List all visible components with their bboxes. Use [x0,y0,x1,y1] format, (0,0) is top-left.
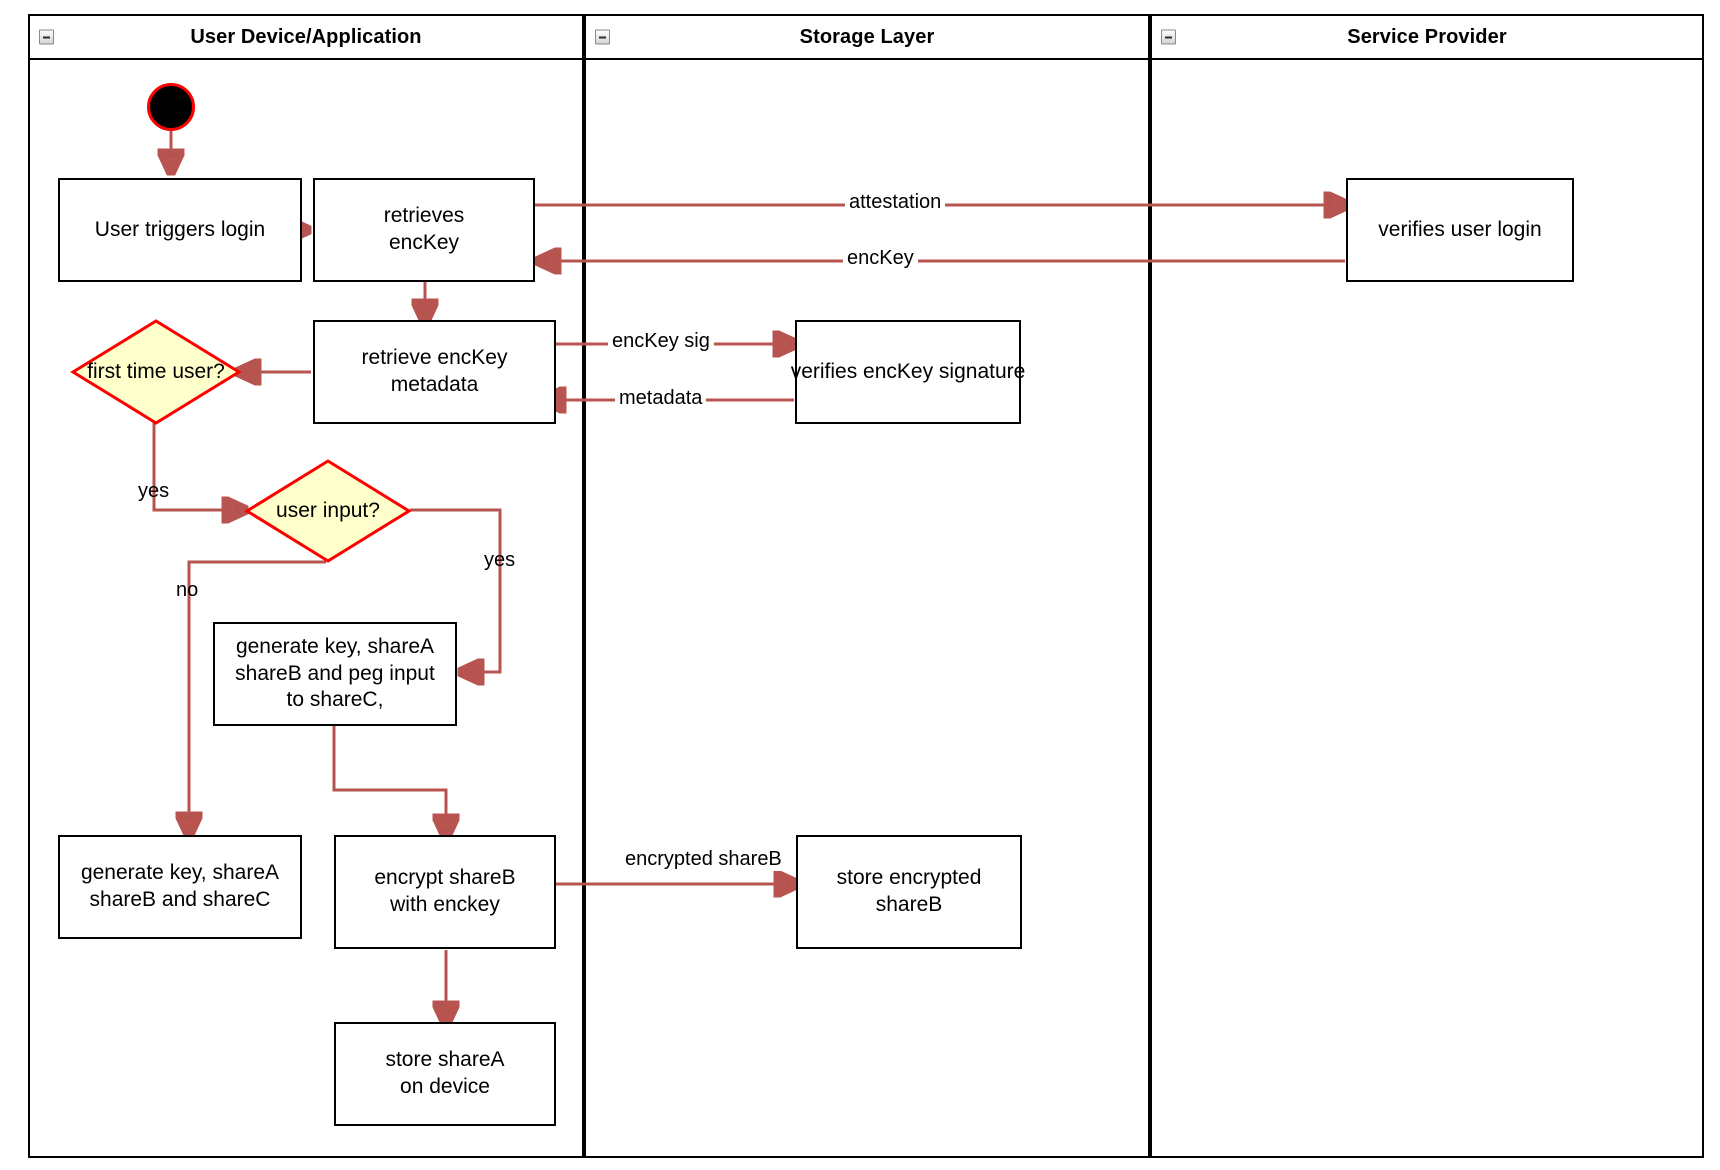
node-label: retrieves encKey [383,204,465,254]
activity-node-verifies-user-login[interactable]: verifies user login [1346,178,1574,282]
edge-label-no-user-input: no [176,579,199,601]
swimlane-header-user-device[interactable]: User Device/Application [28,14,584,60]
node-label: generate key, shareA shareB and shareC [80,861,280,911]
decision-node-first-time-user[interactable]: first time user? [70,318,242,426]
swimlane-header-service-provider[interactable]: Service Provider [1150,14,1704,60]
activity-node-retrieves-enckey[interactable]: retrieves encKey [313,178,535,282]
activity-node-verifies-enckey-signature[interactable]: verifies encKey signature [791,320,1025,424]
swimlane-header-storage-layer[interactable]: Storage Layer [584,14,1150,60]
activity-node-store-sharea-on-device[interactable]: store shareA on device [334,1022,556,1126]
edge-label-attestation: attestation [845,190,946,214]
collapse-minus-icon[interactable] [1161,29,1176,45]
edge-label-yes-user-input: yes [484,549,516,571]
activity-node-encrypt-shareb[interactable]: encrypt shareB with enckey [334,835,556,949]
node-label: verifies encKey signature [790,359,1026,383]
node-label: encrypt shareB with enckey [374,866,516,916]
node-label: retrieve encKey metadata [361,346,508,396]
edge-label-enckey-sig: encKey sig [608,329,714,353]
node-label: verifies user login [1378,217,1542,241]
activity-node-generate-key-shares[interactable]: generate key, shareA shareB and shareC [58,835,302,939]
decision-node-user-input[interactable]: user input? [244,458,412,564]
node-label: store shareA on device [385,1048,505,1098]
edge-label-metadata: metadata [615,386,707,410]
edge-label-enckey: encKey [843,246,918,270]
swimlane-title-user-device: User Device/Application [190,25,422,48]
edge-label-encrypted-shareb: encrypted shareB [622,848,785,871]
activity-node-retrieve-enckey-metadata[interactable]: retrieve encKey metadata [313,320,556,424]
node-label: store encrypted shareB [836,866,982,916]
node-label: generate key, shareA shareB and peg inpu… [235,634,435,712]
activity-node-store-encrypted-shareb[interactable]: store encrypted shareB [796,835,1022,949]
node-label: User triggers login [94,217,266,241]
swimlane-title-storage-layer: Storage Layer [799,25,935,48]
activity-node-user-triggers-login[interactable]: User triggers login [58,178,302,282]
edge-label-yes-first-time: yes [138,480,170,502]
swimlane-title-service-provider: Service Provider [1347,25,1507,48]
activity-node-generate-key-peg-input[interactable]: generate key, shareA shareB and peg inpu… [213,622,457,726]
collapse-minus-icon[interactable] [595,29,610,45]
collapse-minus-icon[interactable] [39,29,54,45]
start-node[interactable] [147,83,195,131]
